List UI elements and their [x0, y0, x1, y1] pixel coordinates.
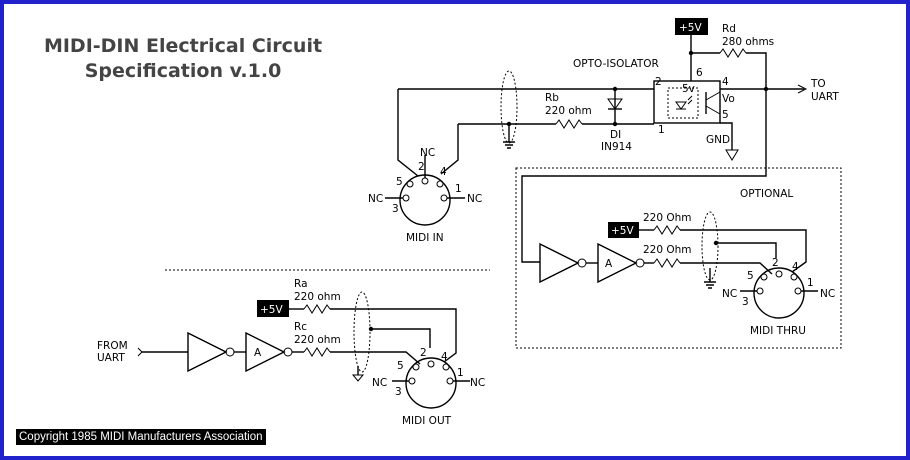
opto-5v-label: 5v	[682, 83, 695, 95]
plus5v-thru: +5V	[611, 225, 634, 237]
title-line-2: Specification v.1.0	[84, 60, 282, 82]
plus5v-badge-thru	[608, 222, 639, 238]
optional-region	[515, 167, 842, 349]
diode-name: DI	[610, 129, 621, 141]
midi-in-label: MIDI IN	[406, 232, 444, 244]
rc-name: Rc	[294, 321, 307, 333]
to-uart-line1: TO	[810, 78, 826, 90]
out-pin5: 5	[397, 360, 404, 372]
thru-pin5: 5	[747, 270, 754, 282]
ra-name: Ra	[294, 278, 308, 290]
midi-in-nc-right: NC	[467, 193, 482, 205]
midi-out-section: FROM UART A Rc 220 ohm +5V Ra 220 ohm	[97, 278, 485, 427]
midi-in-nc-left: NC	[368, 193, 383, 205]
gnd-label: GND	[706, 134, 730, 146]
midi-out-connector: 5 2 4 1 3 NC NC MIDI OUT	[372, 347, 485, 427]
rb-value: 220 ohm	[545, 105, 592, 117]
out-pin3: 3	[395, 386, 402, 398]
plus5v-badge-out	[257, 300, 289, 317]
thru-pin3: 3	[742, 296, 749, 308]
midi-in-pin2: 2	[418, 161, 425, 173]
ra-value: 220 ohm	[294, 291, 341, 303]
diode-symbol	[607, 98, 623, 110]
out-pin2: 2	[420, 347, 427, 359]
out-shield	[353, 291, 371, 373]
opto-pin1: 1	[658, 124, 665, 136]
plus5v-badge-top	[675, 18, 708, 35]
to-uart-line2: UART	[811, 91, 839, 103]
thru-buffer-a: A	[605, 258, 613, 270]
opto-pin4: 4	[722, 76, 729, 88]
midi-in-nc-top: NC	[420, 147, 435, 159]
opto-isolator: OPTO-ISOLATOR 5v Vo 2 1 6 4 5 GND	[573, 58, 739, 161]
out-nc-right: NC	[470, 377, 485, 389]
thru-pin2: 2	[772, 257, 779, 269]
midi-thru-label: MIDI THRU	[750, 325, 806, 337]
plus5v-out: +5V	[260, 304, 283, 316]
thru-pin1: 1	[807, 277, 814, 289]
rd-value: 280 ohms	[722, 36, 774, 48]
midi-thru-section: OPTIONAL A 220 Ohm +5V 220 Ohm	[515, 167, 842, 349]
shield-ellipse	[500, 70, 518, 144]
from-uart-line2: UART	[97, 352, 125, 364]
opto-isolator-label: OPTO-ISOLATOR	[573, 58, 659, 70]
thru-nc-right: NC	[820, 288, 835, 300]
copyright-notice: Copyright 1985 MIDI Manufacturers Associ…	[16, 429, 266, 445]
opto-pin2: 2	[655, 76, 662, 88]
optional-label: OPTIONAL	[740, 188, 793, 200]
midi-in-connector: 5 2 4 1 3 NC NC NC MIDI IN	[368, 147, 482, 244]
opto-pin6: 6	[696, 67, 703, 79]
ground-triangle	[725, 149, 739, 161]
diode-part: IN914	[601, 141, 632, 153]
thru-pin4: 4	[792, 261, 799, 273]
thru-r2-label: 220 Ohm	[643, 244, 692, 256]
midi-in-pin4: 4	[440, 166, 447, 178]
plus5v-top: +5V	[679, 22, 702, 34]
out-buffer-a: A	[254, 347, 262, 359]
rc-value: 220 ohm	[294, 334, 341, 346]
midi-in-pin1: 1	[455, 183, 462, 195]
thru-r1-label: 220 Ohm	[643, 212, 692, 224]
out-nc-left: NC	[372, 377, 387, 389]
out-pin4: 4	[441, 351, 448, 363]
midi-out-label: MIDI OUT	[402, 415, 452, 427]
diagram-title: MIDI-DIN Electrical Circuit Specificatio…	[16, 34, 350, 84]
title-line-1: MIDI-DIN Electrical Circuit	[43, 35, 323, 57]
out-pin1: 1	[457, 367, 464, 379]
midi-in-pin5: 5	[396, 176, 403, 188]
midi-in-section: Rb 220 ohm DI IN914 5 2 4 1 3 NC NC NC M…	[368, 18, 839, 263]
rd-name: Rd	[722, 23, 736, 35]
rb-name: Rb	[545, 92, 559, 104]
midi-thru-connector: 5 2 4 1 3 NC NC MIDI THRU	[722, 257, 835, 337]
opto-pin5: 5	[722, 109, 729, 121]
thru-nc-left: NC	[722, 288, 737, 300]
opto-vo-label: Vo	[722, 93, 735, 105]
from-uart-line1: FROM	[97, 340, 128, 352]
midi-in-pin3: 3	[392, 203, 399, 215]
